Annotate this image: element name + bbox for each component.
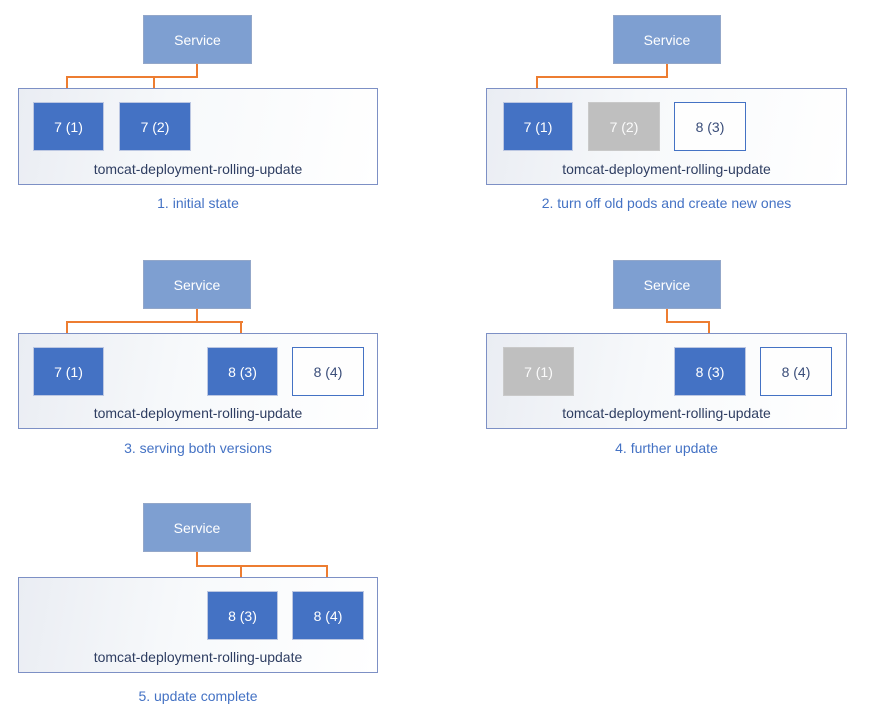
deployment-box: 7 (1) 7 (2) tomcat-deployment-rolling-up…: [18, 88, 378, 185]
pod: 8 (4): [292, 347, 364, 396]
service-box: Service: [613, 15, 721, 64]
pod: 8 (3): [674, 347, 746, 396]
deployment-box: 8 (3) 8 (4) tomcat-deployment-rolling-up…: [18, 577, 378, 673]
pod: 7 (1): [33, 347, 104, 396]
connector-segment: [666, 321, 710, 323]
connector-segment: [66, 321, 68, 337]
deployment-box: 7 (1) 8 (3) 8 (4) tomcat-deployment-roll…: [18, 333, 378, 429]
connector-segment: [153, 76, 155, 92]
connector-segment: [66, 76, 68, 92]
service-box: Service: [143, 15, 252, 64]
panel-caption: 1. initial state: [157, 195, 239, 211]
pod: 7 (1): [503, 102, 573, 151]
pod: 8 (3): [207, 591, 278, 640]
pod: 8 (4): [292, 591, 364, 640]
connector-segment: [196, 552, 198, 567]
panel-caption: 4. further update: [615, 440, 718, 456]
panel-caption: 2. turn off old pods and create new ones: [541, 195, 792, 211]
connector-segment: [240, 321, 242, 337]
pod: 7 (2): [119, 102, 191, 151]
connector-segment: [536, 76, 668, 78]
connector-segment: [666, 309, 668, 323]
service-box: Service: [143, 260, 251, 309]
pod: 7 (1): [503, 347, 574, 396]
deployment-label: tomcat-deployment-rolling-update: [93, 649, 303, 665]
deployment-label: tomcat-deployment-rolling-update: [93, 405, 303, 421]
connector-segment: [536, 76, 538, 92]
pod: 7 (1): [33, 102, 104, 151]
panel-caption: 3. serving both versions: [124, 440, 272, 456]
service-label: Service: [174, 31, 221, 48]
connector-segment: [708, 321, 710, 337]
deployment-label: tomcat-deployment-rolling-update: [562, 405, 771, 421]
service-box: Service: [613, 260, 721, 309]
service-label: Service: [173, 519, 221, 536]
connector-segment: [666, 64, 668, 78]
deployment-box: 7 (1) 8 (3) 8 (4) tomcat-deployment-roll…: [486, 333, 847, 429]
connector-segment: [66, 321, 243, 323]
pod: 8 (3): [207, 347, 278, 396]
pod: 8 (4): [760, 347, 832, 396]
connector-segment: [66, 76, 198, 78]
connector-segment: [326, 565, 328, 582]
service-label: Service: [643, 31, 691, 48]
panel-caption: 5. update complete: [138, 688, 258, 704]
connector-segment: [196, 565, 328, 567]
connector-segment: [196, 64, 198, 78]
service-box: Service: [143, 503, 251, 552]
service-label: Service: [643, 276, 691, 293]
connector-segment: [196, 309, 198, 323]
pod: 8 (3): [674, 102, 746, 151]
connector-segment: [240, 565, 242, 582]
deployment-label: tomcat-deployment-rolling-update: [562, 161, 771, 177]
service-label: Service: [173, 276, 221, 293]
pod: 7 (2): [588, 102, 660, 151]
deployment-box: 7 (1) 7 (2) 8 (3) tomcat-deployment-roll…: [486, 88, 847, 185]
deployment-label: tomcat-deployment-rolling-update: [93, 161, 303, 177]
